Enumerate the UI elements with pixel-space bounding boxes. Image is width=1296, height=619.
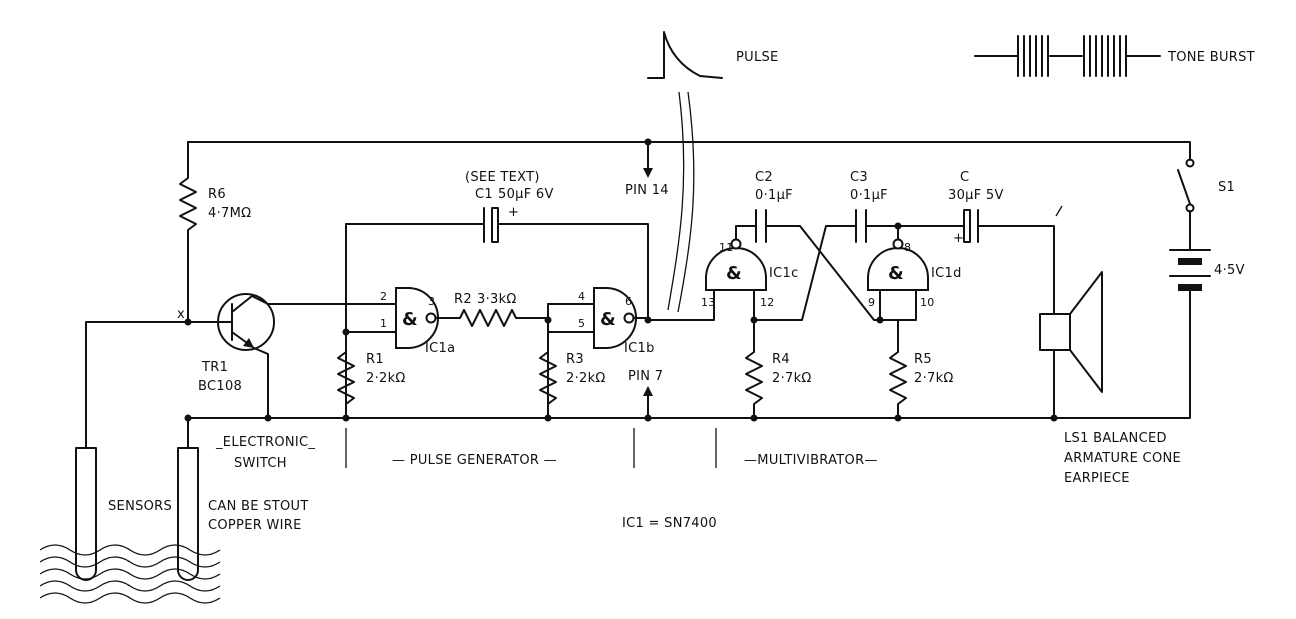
c1-value: 50µF 6V — [498, 187, 554, 202]
pulse-callout-lines — [667, 91, 695, 313]
ic1b-ref: IC1b — [624, 341, 655, 356]
r5-value: 2·7kΩ — [914, 371, 954, 386]
node-mark: x — [177, 307, 185, 322]
pin7-label: PIN 7 — [628, 369, 663, 384]
r2-ref: R2 — [454, 292, 472, 307]
tr1-value: BC108 — [198, 379, 242, 394]
battery-value: 4·5V — [1214, 263, 1245, 278]
c4-ref: C — [960, 170, 969, 185]
ic1d-pin9: 9 — [868, 296, 875, 309]
ls1-line1: LS1 BALANCED — [1064, 431, 1167, 446]
r5-ref: R5 — [914, 352, 932, 367]
tone-burst-label: TONE BURST — [1167, 50, 1255, 65]
r3-ref: R3 — [566, 352, 584, 367]
gate-ic1a — [345, 223, 549, 419]
switch-section-line1: _ELECTRONIC_ — [215, 435, 315, 450]
ic-note: IC1 = SN7400 — [622, 516, 717, 531]
ic1b-pin5: 5 — [578, 317, 585, 330]
ic1a-pin3: 3 — [428, 295, 435, 308]
capacitor-c4 — [897, 209, 1055, 315]
s1-ref: S1 — [1218, 180, 1235, 195]
gate-ic1b — [547, 287, 715, 419]
pulse-generator-label: — PULSE GENERATOR — — [392, 453, 557, 468]
gate-ic1d — [867, 238, 929, 321]
sensor-probes — [75, 321, 199, 581]
ic1c-pin13: 13 — [701, 296, 716, 309]
positive-rail — [187, 141, 1191, 161]
pin7-arrow — [643, 386, 653, 419]
ic1b-symbol: & — [600, 309, 616, 330]
sensors-label: SENSORS — [108, 499, 172, 514]
c4-value: 30µF 5V — [948, 188, 1004, 203]
r4-value: 2·7kΩ — [772, 371, 812, 386]
r2-value: 3·3kΩ — [477, 292, 517, 307]
multivibrator-label: —MULTIVIBRATOR— — [744, 453, 878, 468]
water-waves — [39, 544, 221, 604]
section-dividers — [345, 428, 717, 468]
resistor-r1 — [337, 331, 355, 419]
tr1-ref: TR1 — [201, 360, 228, 375]
sensors-note-line2: COPPER WIRE — [208, 518, 302, 533]
ic1b-pin6: 6 — [625, 295, 632, 308]
ic1d-pin10: 10 — [920, 296, 935, 309]
ic1a-pin1: 1 — [380, 317, 387, 330]
ls1-line2: ARMATURE CONE — [1064, 451, 1181, 466]
r4-ref: R4 — [772, 352, 790, 367]
r1-ref: R1 — [366, 352, 384, 367]
c4-plus: + — [953, 231, 964, 246]
ic1c-ref: IC1c — [769, 266, 799, 281]
ls1-line3: EARPIECE — [1064, 471, 1130, 486]
c1-ref: C1 — [475, 187, 493, 202]
ic1c-pin12: 12 — [760, 296, 775, 309]
resistor-r6 — [179, 141, 197, 323]
resistor-r3 — [539, 331, 557, 419]
c1-note: (SEE TEXT) — [465, 170, 540, 185]
pin14-arrow — [643, 141, 653, 178]
resistor-r4 — [745, 319, 763, 419]
transistor-tr1 — [187, 293, 349, 419]
r6-value: 4·7MΩ — [208, 206, 251, 221]
resistor-r5 — [889, 319, 907, 419]
ic1b-pin4: 4 — [578, 290, 585, 303]
switch-s1 — [1177, 158, 1195, 241]
r1-value: 2·2kΩ — [366, 371, 406, 386]
battery — [1169, 239, 1211, 306]
ic1d-ref: IC1d — [931, 266, 962, 281]
ic1d-pin8: 8 — [904, 241, 911, 254]
speaker-ls1 — [1039, 205, 1103, 419]
ic1a-ref: IC1a — [425, 341, 455, 356]
c3-ref: C3 — [850, 170, 868, 185]
pulse-label: PULSE — [736, 50, 779, 65]
tone-burst-waveform — [974, 35, 1161, 77]
c2-value: 0·1µF — [755, 188, 793, 203]
c3-value: 0·1µF — [850, 188, 888, 203]
ic1a-symbol: & — [402, 309, 418, 330]
switch-section-line2: SWITCH — [234, 456, 287, 471]
capacitor-c1 — [345, 207, 649, 321]
pulse-waveform — [647, 31, 723, 79]
c1-plus: + — [508, 205, 519, 220]
ground-rail — [187, 304, 1191, 419]
ic1a-pin2: 2 — [380, 290, 387, 303]
ic1d-symbol: & — [888, 263, 904, 284]
r6-ref: R6 — [208, 187, 226, 202]
sensors-note-line1: CAN BE STOUT — [208, 499, 309, 514]
r3-value: 2·2kΩ — [566, 371, 606, 386]
c2-ref: C2 — [755, 170, 773, 185]
ic1c-symbol: & — [726, 263, 742, 284]
ic1c-pin11: 11 — [719, 241, 734, 254]
gate-ic1c — [705, 209, 881, 321]
pin14-label: PIN 14 — [625, 183, 669, 198]
